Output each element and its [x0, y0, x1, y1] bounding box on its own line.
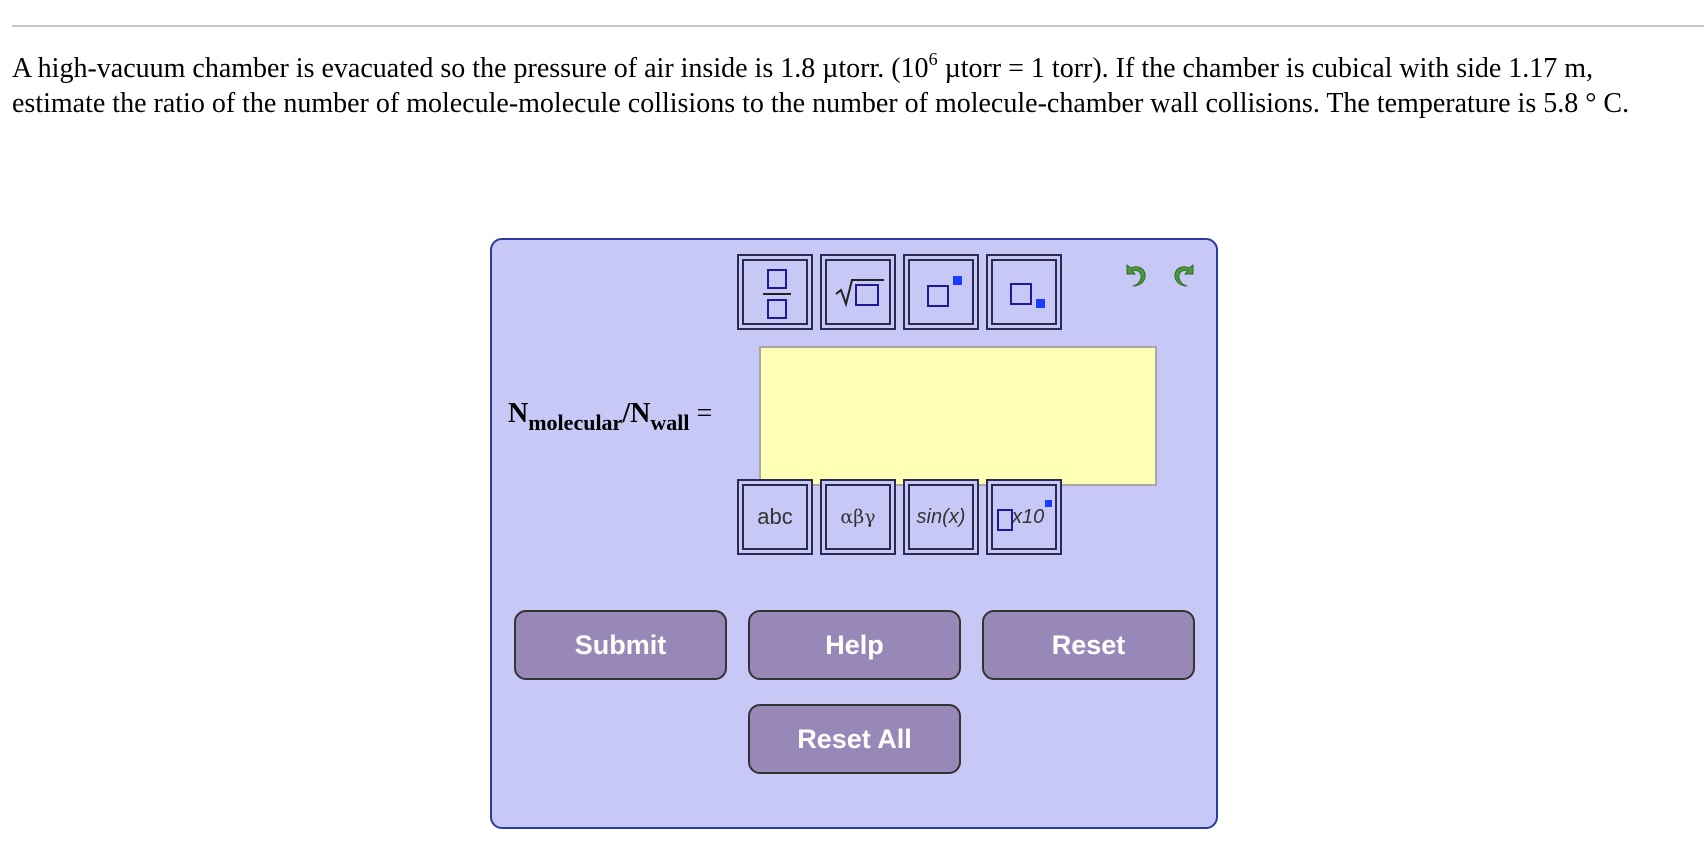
reset-all-button[interactable]: Reset All: [748, 704, 961, 774]
question-text: A high-vacuum chamber is evacuated so th…: [12, 49, 1692, 121]
subscript-button[interactable]: [986, 254, 1062, 330]
functions-button[interactable]: sin(x): [903, 479, 979, 555]
redo-icon[interactable]: [1170, 260, 1200, 290]
functions-label: sin(x): [916, 505, 966, 528]
superscript-button[interactable]: [903, 254, 979, 330]
help-button[interactable]: Help: [748, 610, 961, 680]
label-sub-molecular: molecular: [528, 410, 623, 435]
fraction-icon: [763, 269, 791, 319]
text-mode-label: abc: [757, 504, 793, 529]
scientific-notation-button[interactable]: x10: [986, 479, 1062, 555]
submit-button[interactable]: Submit: [514, 610, 727, 680]
subscript-icon: [1010, 283, 1045, 308]
square-root-button[interactable]: [820, 254, 896, 330]
superscript-icon: [927, 276, 962, 307]
fraction-button[interactable]: [737, 254, 813, 330]
undo-icon[interactable]: [1120, 260, 1150, 290]
question-part2: µtorr = 1 torr). If the chamber is cubic…: [12, 53, 1630, 119]
answer-input[interactable]: [759, 346, 1157, 486]
answer-panel: Nmolecular/Nwall = abc αβγ sin(x) x10 Su…: [490, 238, 1218, 829]
greek-letters-button[interactable]: αβγ: [820, 479, 896, 555]
sci-notation-icon: [997, 500, 1052, 531]
label-n1: N: [508, 398, 529, 429]
text-mode-button[interactable]: abc: [737, 479, 813, 555]
sqrt-icon: [835, 279, 884, 308]
reset-button[interactable]: Reset: [982, 610, 1195, 680]
question-exponent: 6: [928, 49, 938, 69]
question-part1: A high-vacuum chamber is evacuated so th…: [12, 53, 929, 84]
top-divider: [12, 25, 1704, 27]
label-sub-wall: wall: [650, 410, 690, 435]
sci-notation-label: x10: [1012, 505, 1045, 528]
label-equals: =: [689, 398, 713, 429]
answer-label: Nmolecular/Nwall =: [508, 398, 762, 435]
greek-label: αβγ: [840, 506, 876, 528]
label-slash-n: /N: [622, 398, 651, 429]
